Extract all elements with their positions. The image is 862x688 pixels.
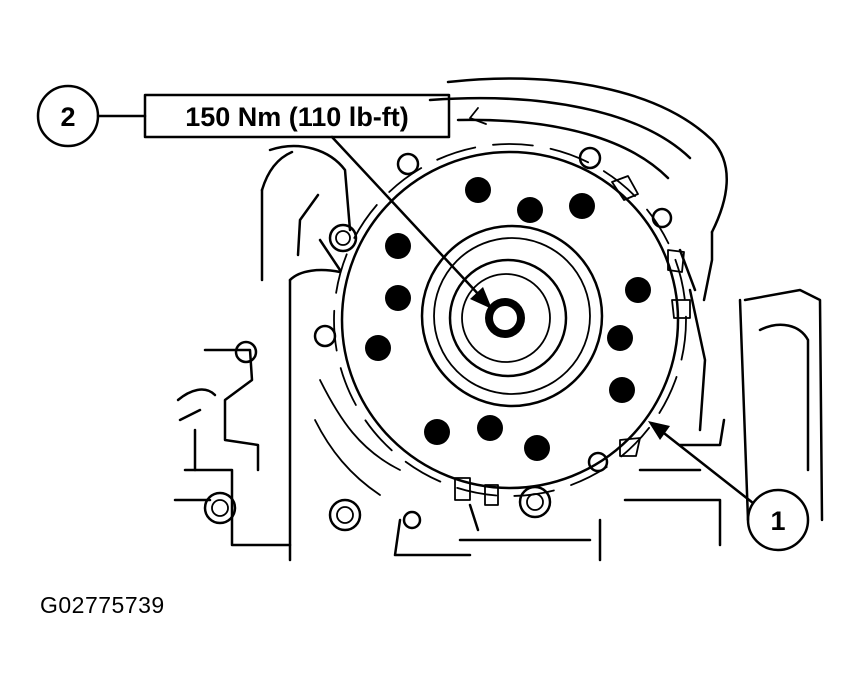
callout-1-number: 1 (770, 506, 785, 536)
torque-spec-box (143, 93, 451, 139)
housing-bolts (203, 146, 673, 532)
callout-1: 1 (648, 421, 810, 552)
torque-spec-label: 150 Nm (110 lb-ft) (185, 102, 409, 132)
pulley-holes (365, 177, 651, 461)
callout-2: 2 150 Nm (110 lb-ft) (36, 84, 492, 309)
crankshaft-pulley (333, 143, 687, 497)
callout-1-circle (746, 488, 810, 552)
callout-arrow-icon (330, 135, 482, 298)
engine-block-linework (173, 77, 824, 562)
callout-2-number: 2 (60, 102, 75, 132)
figure-id: G02775739 (40, 592, 165, 618)
